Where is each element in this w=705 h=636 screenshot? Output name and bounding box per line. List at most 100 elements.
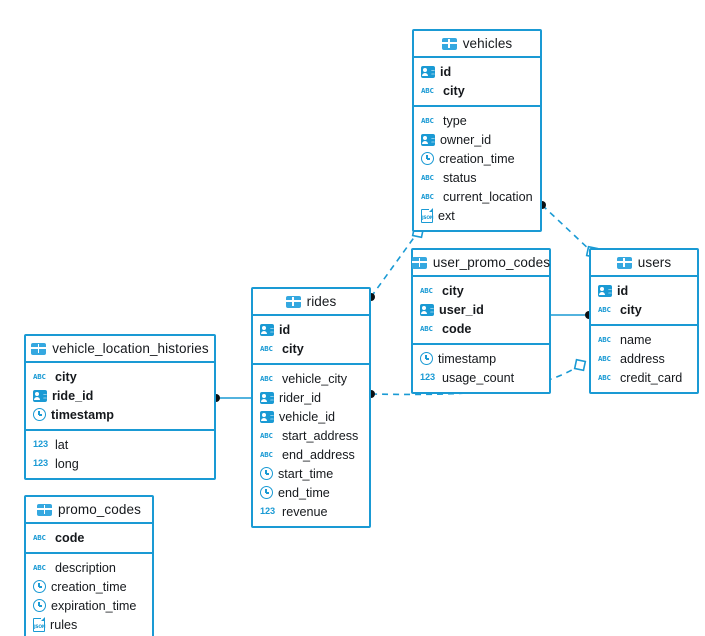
table-icon [616,256,632,269]
field-name: current_location [443,189,533,204]
field-name: vehicle_city [282,371,348,386]
field-name: name [620,332,652,347]
field-row[interactable]: owner_id [414,130,540,149]
string-icon: ABC [598,354,611,363]
field-row[interactable]: ABC address [591,349,697,368]
primary-key-field-row[interactable]: id [414,62,540,81]
table-title: user_promo_codes [432,255,551,270]
string-icon: ABC [33,372,46,381]
uuid-icon [33,389,47,402]
table-header[interactable]: vehicles [414,31,540,58]
field-name: end_time [278,485,330,500]
field-name: timestamp [438,351,497,366]
uuid-icon [260,391,274,404]
field-row[interactable]: end_time [253,483,369,502]
table-title: vehicles [462,36,513,51]
field-name: address [620,351,665,366]
timestamp-icon [420,352,433,365]
table-header[interactable]: rides [253,289,369,316]
uuid-icon [420,303,434,316]
primary-key-field-row[interactable]: user_id [413,300,549,319]
string-icon: ABC [421,116,434,125]
field-name: city [620,302,642,317]
table-header[interactable]: user_promo_codes [411,250,551,277]
primary-key-field-row[interactable]: id [591,281,697,300]
field-name: id [279,322,291,337]
table-icon [411,256,427,269]
table-header[interactable]: users [591,250,697,277]
table-header[interactable]: promo_codes [26,497,152,524]
field-row[interactable]: vehicle_id [253,407,369,426]
field-row[interactable]: ABC current_location [414,187,540,206]
field-name: user_id [439,302,484,317]
json-icon [33,617,46,632]
number-icon: 123 [33,458,49,468]
primary-key-field-row[interactable]: id [253,320,369,339]
table-title: promo_codes [58,502,141,517]
field-row[interactable]: rider_id [253,388,369,407]
table-icon [31,342,47,355]
field-name: code [55,530,85,545]
field-row[interactable]: creation_time [26,577,152,596]
field-name: expiration_time [51,598,137,613]
number-icon: 123 [260,506,276,516]
field-name: id [440,64,452,79]
field-name: rules [50,617,78,632]
primary-key-field-row[interactable]: timestamp [26,405,214,424]
string-icon: ABC [33,563,46,572]
uuid-icon [260,410,274,423]
primary-key-field-row[interactable]: ride_id [26,386,214,405]
timestamp-icon [33,599,46,612]
field-row[interactable]: ext [414,206,540,225]
field-row[interactable]: start_time [253,464,369,483]
field-row[interactable]: expiration_time [26,596,152,615]
table-title: users [637,255,672,270]
string-icon: ABC [421,192,434,201]
uuid-icon [260,323,274,336]
json-icon [421,208,434,223]
field-row[interactable]: creation_time [414,149,540,168]
field-row[interactable]: timestamp [413,349,549,368]
string-icon: ABC [598,373,611,382]
table-header[interactable]: vehicle_location_histories [26,336,214,363]
primary-key-field-row[interactable]: ABC city [591,300,697,319]
field-name: end_address [282,447,355,462]
field-name: city [443,83,465,98]
uuid-icon [598,284,612,297]
field-row[interactable]: rules [26,615,152,634]
field-name: start_address [282,428,359,443]
string-icon: ABC [598,305,611,314]
